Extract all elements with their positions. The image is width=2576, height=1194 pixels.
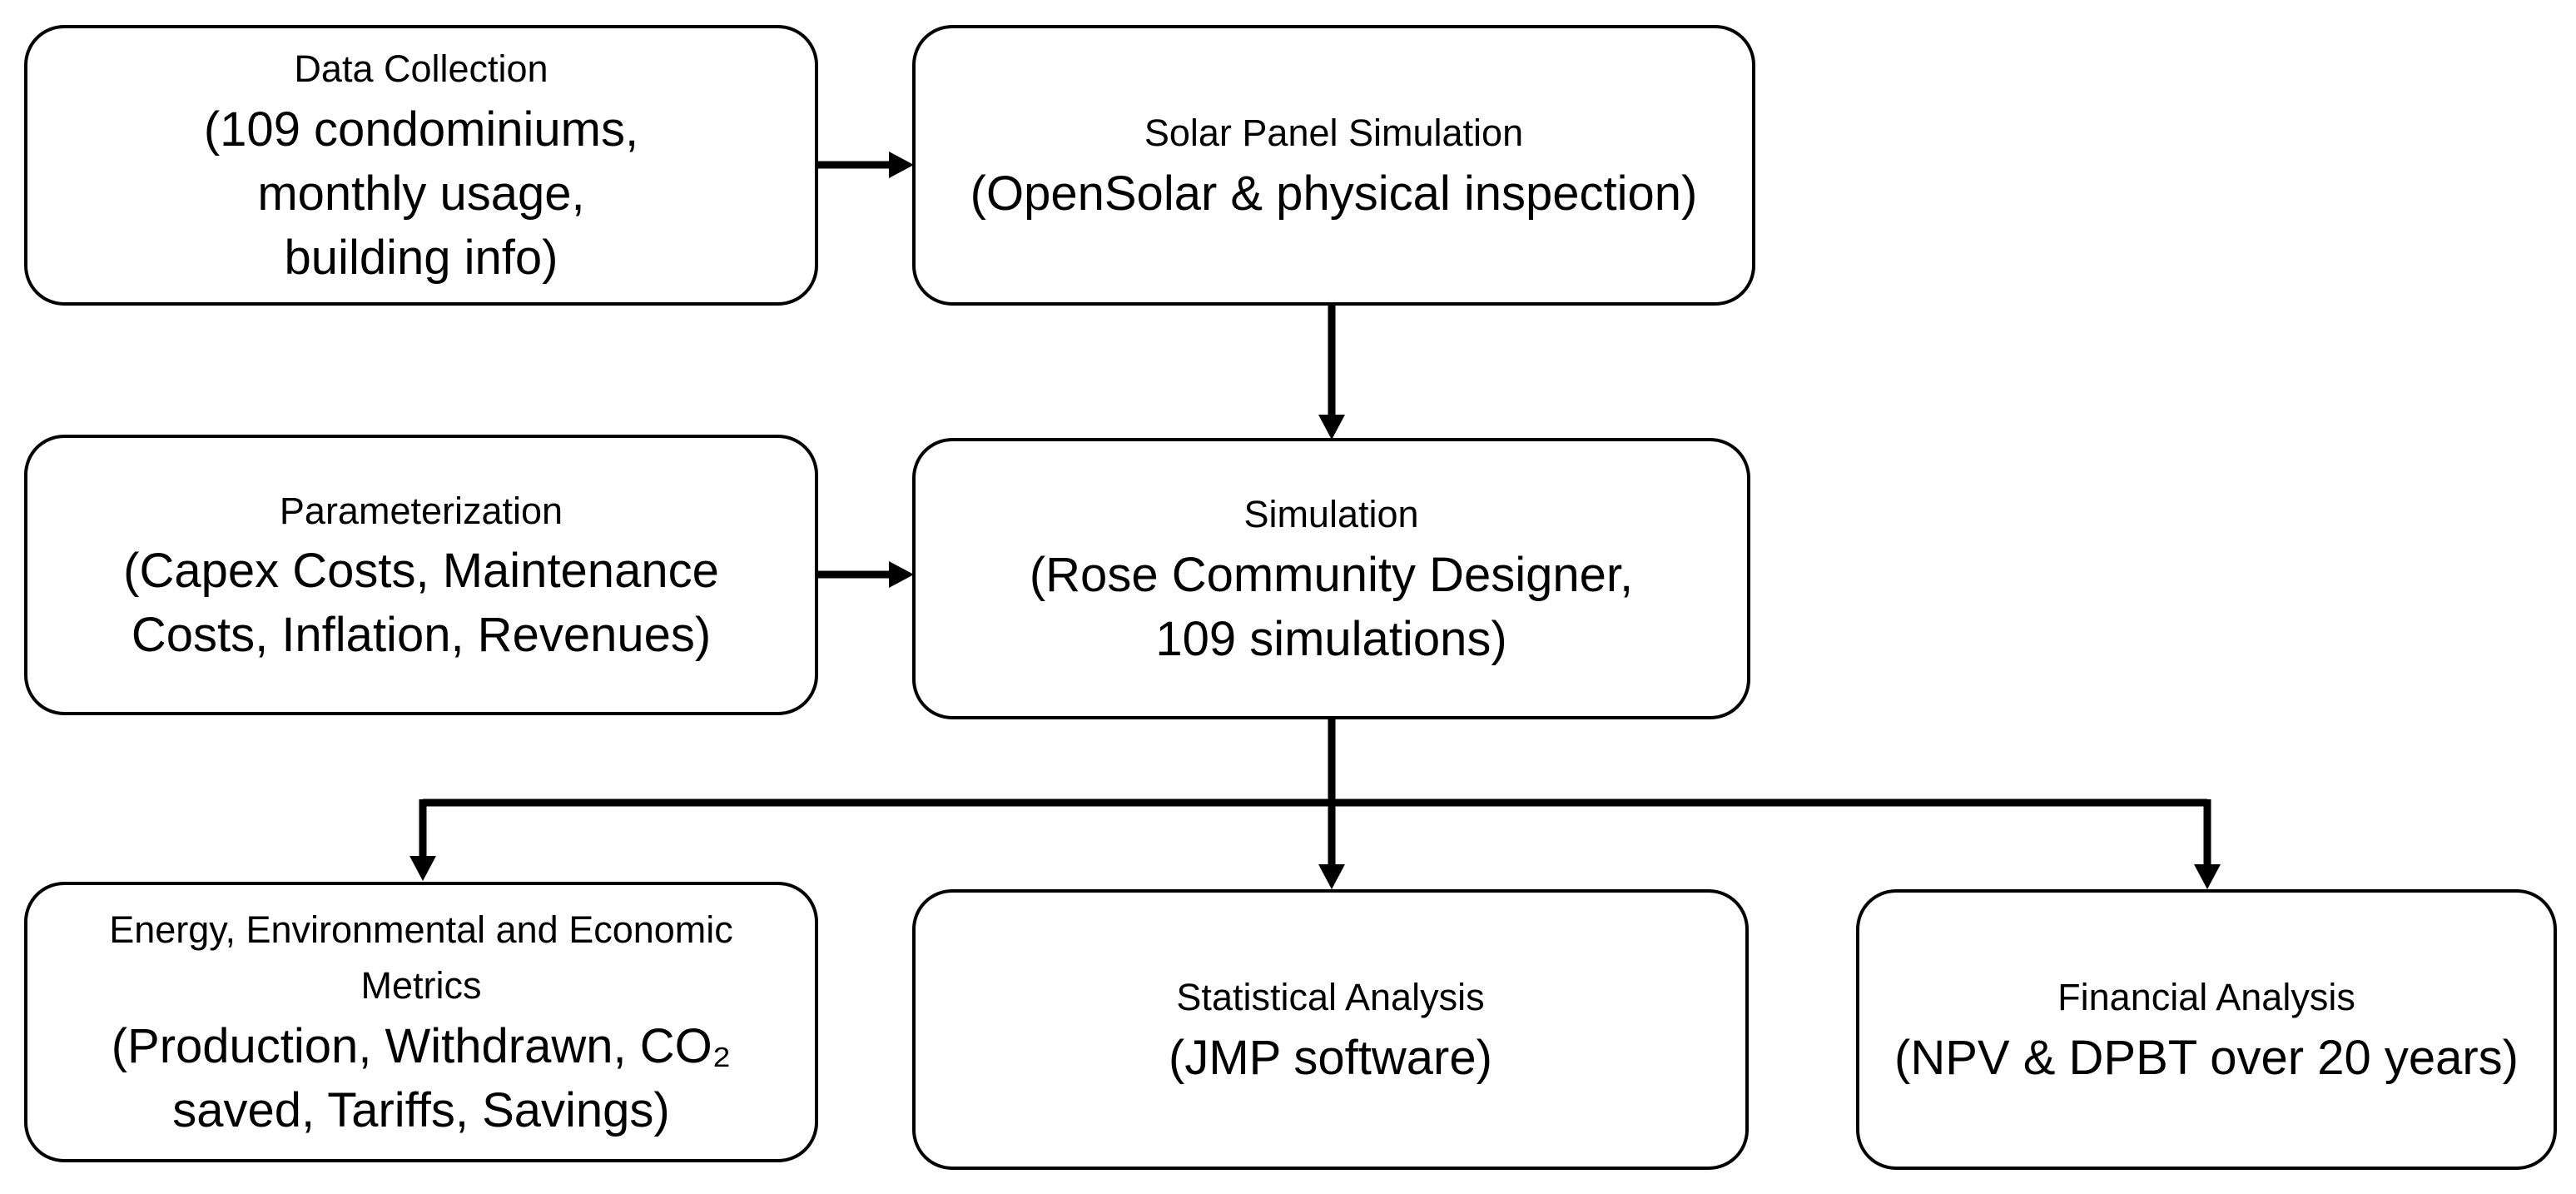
metrics-detail: (Production, Withdrawn, CO₂ saved, Tarif… — [111, 1018, 732, 1137]
metrics-box: Energy, Environmental and Economic Metri… — [24, 882, 818, 1162]
edge-simulation-to-statistical-analysis — [1318, 864, 1345, 889]
statistical-analysis-detail: (JMP software) — [1169, 1030, 1492, 1085]
parameterization-box: Parameterization (Capex Costs, Maintenan… — [24, 435, 818, 715]
parameterization-title: Parameterization — [279, 489, 563, 532]
solar-panel-simulation-box: Solar Panel Simulation (OpenSolar & phys… — [912, 25, 1755, 306]
financial-analysis-box: Financial Analysis (NPV & DPBT over 20 y… — [1856, 889, 2557, 1170]
simulation-box: Simulation (Rose Community Designer, 109… — [912, 438, 1750, 719]
financial-analysis-detail: (NPV & DPBT over 20 years) — [1894, 1030, 2519, 1085]
statistical-analysis-title: Statistical Analysis — [1176, 976, 1485, 1019]
simulation-detail: (Rose Community Designer, 109 simulation… — [1029, 547, 1634, 666]
data-collection-title: Data Collection — [294, 47, 548, 91]
solar-panel-simulation-detail: (OpenSolar & physical inspection) — [970, 166, 1698, 221]
data-collection-box: Data Collection (109 condominiums, month… — [24, 25, 818, 306]
edge-simulation-branch — [423, 719, 2207, 864]
edge-data-collection-to-solar-panel-simulation — [818, 152, 914, 178]
parameterization-detail: (Capex Costs, Maintenance Costs, Inflati… — [123, 544, 719, 663]
data-collection-detail: (109 condominiums, monthly usage, buildi… — [203, 102, 639, 285]
edge-parameterization-to-simulation — [818, 561, 914, 588]
edge-simulation-to-metrics — [409, 799, 436, 881]
edge-solar-panel-simulation-to-simulation — [1318, 306, 1345, 440]
edge-simulation-to-financial-analysis — [2194, 799, 2221, 889]
statistical-analysis-box: Statistical Analysis (JMP software) — [912, 889, 1749, 1170]
financial-analysis-title: Financial Analysis — [2057, 976, 2355, 1019]
simulation-title: Simulation — [1243, 493, 1419, 536]
solar-panel-simulation-title: Solar Panel Simulation — [1144, 112, 1524, 155]
metrics-title: Energy, Environmental and Economic Metri… — [109, 908, 733, 1007]
